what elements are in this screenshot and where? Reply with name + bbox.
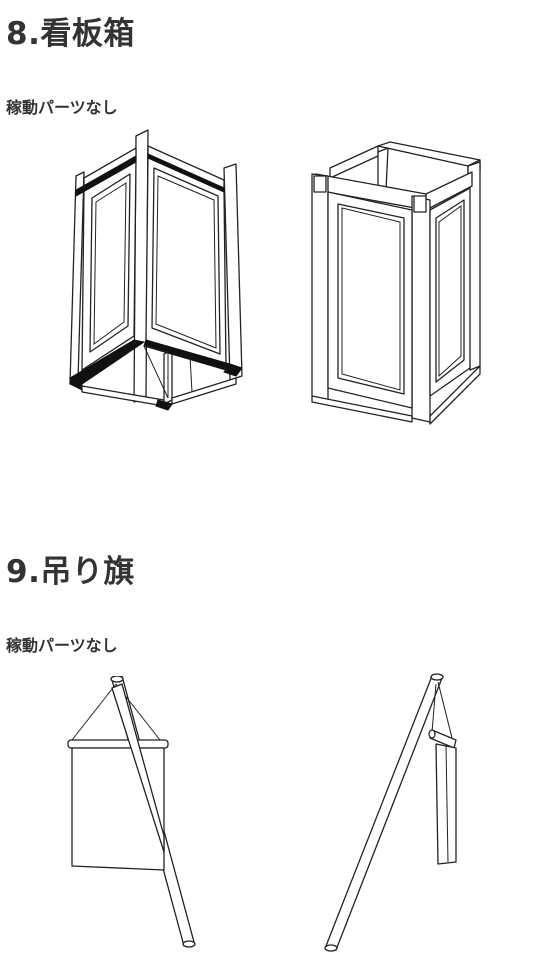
signboard-box-bottom-view-illustration bbox=[68, 129, 243, 411]
section-subheading: 稼動パーツなし bbox=[6, 98, 118, 117]
section-signboard-box: 8.看板箱 稼動パーツなし bbox=[6, 16, 481, 425]
section-subheading: 稼動パーツなし bbox=[6, 636, 118, 655]
section-heading: 8.看板箱 bbox=[6, 16, 135, 52]
signboard-box-top-view-illustration bbox=[311, 141, 481, 425]
hanging-banner-side-view-illustration bbox=[324, 673, 457, 952]
section-hanging-banner: 9.吊り旗 稼動パーツなし bbox=[0, 520, 540, 954]
hanging-banner-front-view-illustration bbox=[67, 676, 196, 948]
section-heading: 9.吊り旗 bbox=[6, 554, 135, 590]
